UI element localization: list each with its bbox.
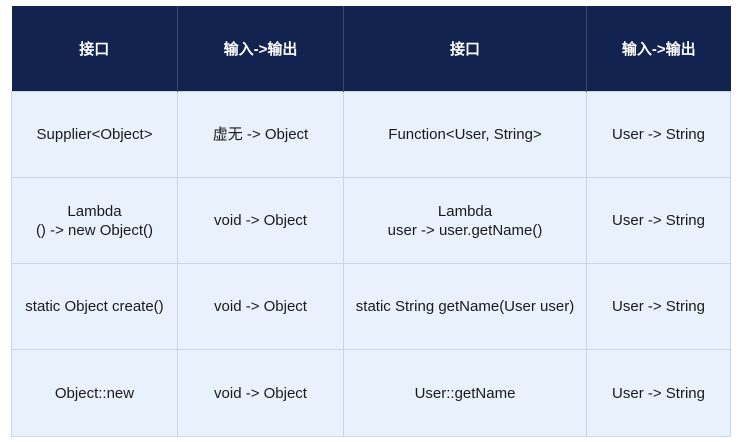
cell-text: Function<User, String>	[388, 126, 542, 143]
cell-text: User -> String	[612, 212, 705, 229]
cell-text: User::getName	[414, 384, 516, 402]
cell-text: 虚无 -> Object	[212, 126, 309, 143]
cell-supplier-io: 虚无 -> Object	[177, 91, 344, 178]
header-io-left: 输入->输出	[177, 6, 344, 92]
cell-text: Supplier<Object>	[36, 126, 153, 143]
cell-text: User -> String	[612, 384, 705, 402]
cell-static-create-io: void -> Object	[177, 263, 344, 350]
cell-text: User -> String	[612, 298, 705, 315]
cell-text: void -> Object	[214, 298, 307, 315]
cell-lambda-function-io: User -> String	[586, 177, 731, 264]
cell-text: Lambda	[437, 202, 493, 220]
header-row: 接口 输入->输出 接口 输入->输出	[11, 6, 731, 92]
table-row: static Object create() void -> Object st…	[11, 263, 731, 350]
cell-text: static Object create()	[25, 298, 164, 315]
cell-static-getname: static String getName(User user)	[343, 263, 587, 350]
cell-text: user -> user.getName()	[387, 221, 543, 239]
cell-text: void -> Object	[214, 384, 307, 402]
cell-text: Object::new	[54, 384, 135, 402]
cell-method-ref-new-io: void -> Object	[177, 349, 344, 437]
cell-text: User -> String	[612, 126, 705, 143]
interface-comparison-table: 接口 输入->输出 接口 输入->输出 Supplier<Object> 虚无 …	[11, 6, 731, 437]
cell-method-ref-getname-io: User -> String	[586, 349, 731, 437]
table-row: Supplier<Object> 虚无 -> Object Function<U…	[11, 91, 731, 178]
cell-text: void -> Object	[214, 212, 307, 229]
cell-method-ref-new: Object::new	[11, 349, 178, 437]
header-interface-left: 接口	[11, 6, 178, 92]
cell-text: Lambda	[67, 202, 122, 220]
table-row: Object::new void -> Object User::getName…	[11, 349, 731, 437]
header-interface-right: 接口	[343, 6, 587, 92]
cell-static-getname-io: User -> String	[586, 263, 731, 350]
cell-function-interface: Function<User, String>	[343, 91, 587, 178]
cell-function-io: User -> String	[586, 91, 731, 178]
cell-static-create: static Object create()	[11, 263, 178, 350]
cell-lambda-function: Lambda user -> user.getName()	[343, 177, 587, 264]
table-row: Lambda () -> new Object() void -> Object…	[11, 177, 731, 264]
cell-text: static String getName(User user)	[355, 298, 575, 315]
cell-supplier-interface: Supplier<Object>	[11, 91, 178, 178]
cell-lambda-supplier: Lambda () -> new Object()	[11, 177, 178, 264]
cell-text: () -> new Object()	[35, 221, 154, 239]
table-header: 接口 输入->输出 接口 输入->输出	[11, 6, 731, 92]
cell-method-ref-getname: User::getName	[343, 349, 587, 437]
cell-lambda-supplier-io: void -> Object	[177, 177, 344, 264]
header-io-right: 输入->输出	[586, 6, 731, 92]
table-body: Supplier<Object> 虚无 -> Object Function<U…	[11, 91, 731, 437]
